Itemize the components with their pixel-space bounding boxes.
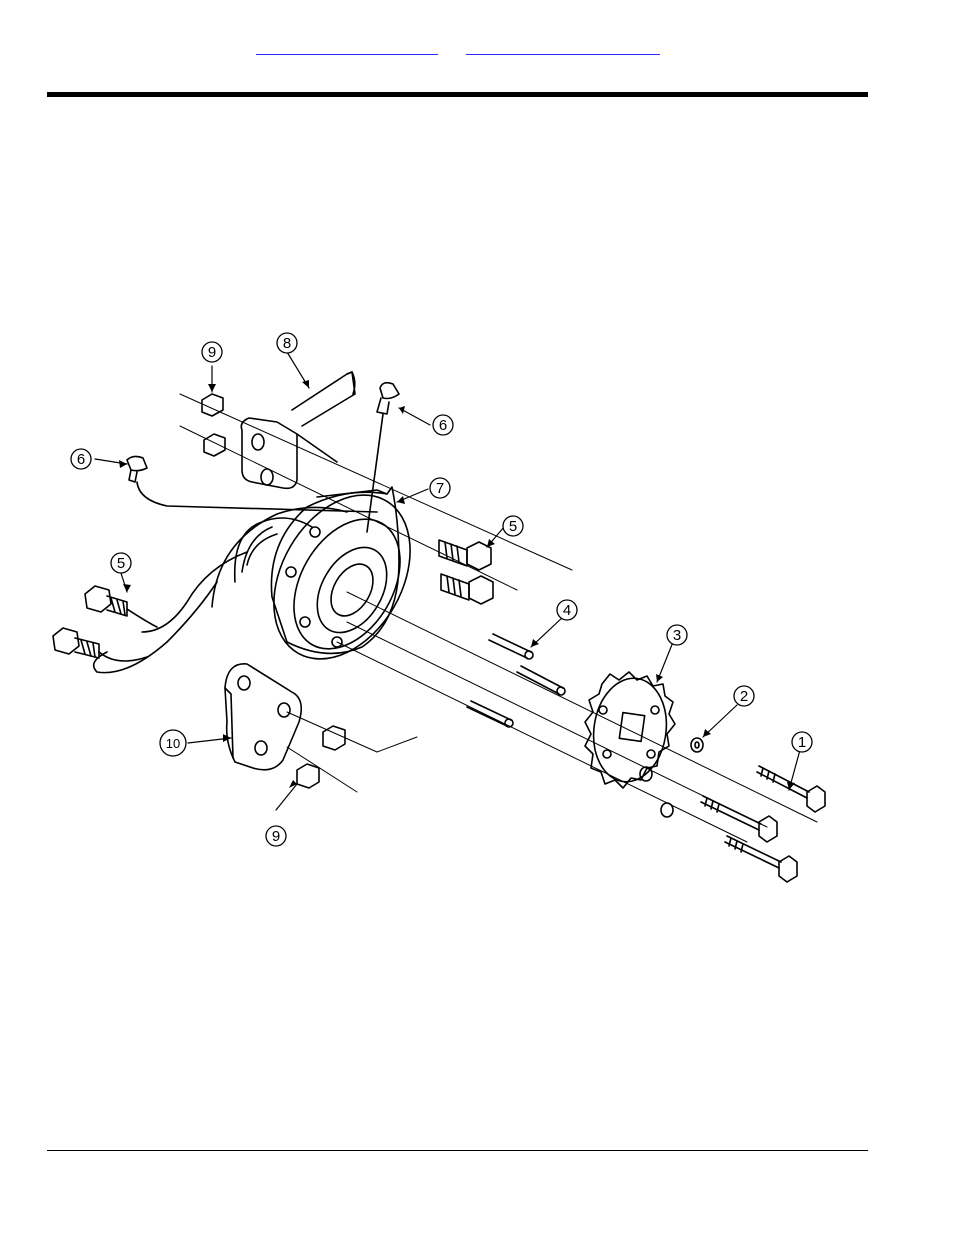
- callout-label: 9: [208, 344, 216, 361]
- callout-6-left: 6: [71, 449, 91, 469]
- part-1-bolts: [701, 766, 825, 882]
- callout-label: 2: [740, 688, 748, 705]
- part-10-bracket: [225, 664, 301, 770]
- nav-link-right[interactable]: [466, 40, 660, 55]
- callout-3: 3: [667, 625, 687, 645]
- exploded-parts-diagram: 9 8 6 6 7 5 5 4: [47, 322, 837, 897]
- part-5-bolts-right: [439, 540, 493, 604]
- callout-9-upper: 9: [202, 342, 222, 362]
- callout-9-lower: 9: [266, 826, 286, 846]
- part-9-nuts-lower: [297, 726, 345, 788]
- callout-label: 3: [673, 627, 681, 644]
- nav-link-left[interactable]: [256, 40, 438, 55]
- callout-label: 6: [439, 417, 447, 434]
- callout-label: 9: [272, 828, 280, 845]
- callout-label: 7: [436, 480, 444, 497]
- callout-8: 8: [277, 333, 297, 353]
- callout-label: 10: [166, 736, 180, 751]
- footer-rule: [47, 1150, 868, 1151]
- callout-label: 5: [117, 555, 125, 572]
- part-6-grease-fitting-right: [367, 383, 399, 532]
- inner-housing-shell: [94, 507, 347, 672]
- callout-label: 5: [509, 518, 517, 535]
- part-7-bearing-flange: [246, 471, 438, 683]
- callout-5-right: 5: [503, 516, 523, 536]
- part-8-arm: [241, 372, 355, 488]
- callout-label: 1: [798, 734, 806, 751]
- callout-label: 6: [77, 451, 85, 468]
- arrowheads: [119, 380, 795, 790]
- top-nav: [0, 40, 954, 56]
- header-rule: [47, 92, 868, 97]
- callout-1: 1: [792, 732, 812, 752]
- callout-4: 4: [557, 600, 577, 620]
- callout-label: 4: [563, 602, 571, 619]
- callout-5-left: 5: [111, 553, 131, 573]
- callout-7: 7: [430, 478, 450, 498]
- callout-label: 8: [283, 335, 291, 352]
- callout-6-right: 6: [433, 415, 453, 435]
- callout-2: 2: [734, 686, 754, 706]
- callout-10: 10: [160, 730, 186, 756]
- part-5-bolts-left: [53, 586, 157, 661]
